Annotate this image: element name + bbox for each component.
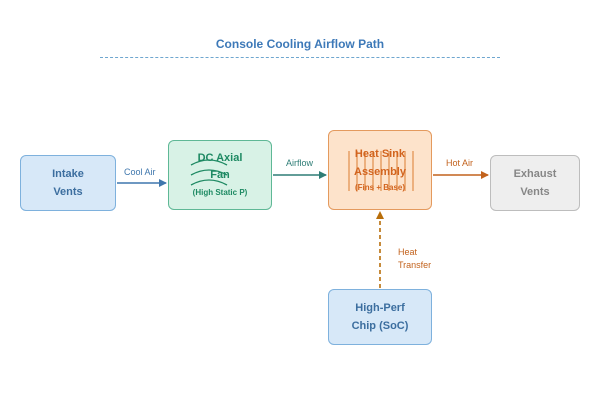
diagram-title: Console Cooling Airflow Path xyxy=(215,37,385,51)
intake-vents-node: Intake Vents xyxy=(20,155,116,211)
airflow-label: Airflow xyxy=(286,158,314,168)
heat-sink-fins-icon xyxy=(348,151,414,191)
fan-line2: Fan xyxy=(210,169,230,181)
soc-chip-node: High-Perf Chip (SoC) xyxy=(328,289,432,345)
heatsink-line2: Assembly xyxy=(354,166,406,178)
heat-transfer-label: Heat Transfer xyxy=(398,247,432,270)
intake-line2: Vents xyxy=(53,186,83,198)
intake-line1: Intake xyxy=(52,168,84,180)
chip-line1: High-Perf xyxy=(355,302,405,314)
fan-blades-icon xyxy=(190,159,228,186)
fan-subtitle: (High Static P) xyxy=(192,188,248,197)
chip-line2: Chip (SoC) xyxy=(351,320,409,332)
exhaust-line1: Exhaust xyxy=(513,168,557,180)
exhaust-vents-node: Exhaust Vents xyxy=(490,155,580,211)
hot-air-label: Hot Air xyxy=(446,158,474,168)
dc-axial-fan-node: DC Axial Fan (High Static P) xyxy=(168,140,272,210)
heatsink-line1: Heat Sink xyxy=(354,148,406,160)
title-divider xyxy=(100,57,500,58)
heat-sink-node: Heat Sink Assembly (Fins + Base) xyxy=(328,130,432,210)
cool-air-label: Cool Air xyxy=(124,167,156,177)
heatsink-subtitle: (Fins + Base) xyxy=(354,183,405,192)
fan-line1: DC Axial xyxy=(197,152,243,164)
exhaust-line2: Vents xyxy=(520,186,550,198)
